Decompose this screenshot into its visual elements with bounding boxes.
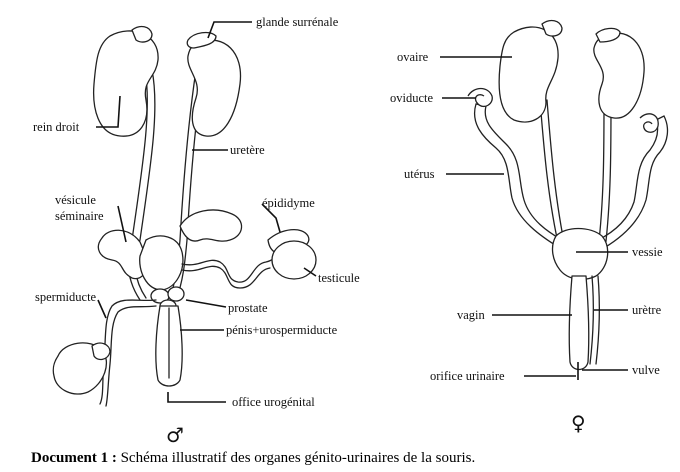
male-ureter-right-inner <box>127 69 148 301</box>
label-glande-surrenale: glande surrénale <box>256 15 339 29</box>
female-oviduct-right <box>639 113 659 133</box>
female-ureter-right <box>597 99 605 251</box>
male-testis-right <box>271 240 317 280</box>
caption-text: Schéma illustratif des organes génito-ur… <box>116 450 476 466</box>
female-uterus <box>473 103 669 263</box>
female-adrenal-left <box>541 19 563 37</box>
female-ureter-left <box>539 99 561 253</box>
male-spermiduct-inner <box>105 305 157 407</box>
male-prostate-lobe-2 <box>167 286 185 302</box>
male-testis-left <box>52 342 107 395</box>
label-vessie: vessie <box>632 245 663 259</box>
female-urethra <box>589 275 594 365</box>
label-spermiducte: spermiducte <box>35 290 97 304</box>
male-epididymis-left <box>91 342 111 361</box>
female-bladder <box>551 227 609 281</box>
label-vesicule-line2: séminaire <box>55 209 104 223</box>
label-office: office urogénital <box>232 395 315 409</box>
label-ovaire: ovaire <box>397 50 429 64</box>
label-testicule: testicule <box>318 271 360 285</box>
female-kidney-left <box>498 26 559 123</box>
label-orifice: orifice urinaire <box>430 369 505 383</box>
male-bladder <box>139 235 184 291</box>
leader-spermiducte <box>97 299 107 319</box>
male-kidney-right <box>92 30 159 137</box>
label-prostate: prostate <box>228 301 268 315</box>
female-oviduct-left <box>467 87 493 108</box>
male-diagram: glande surrénale rein droit uretère vési… <box>33 15 360 447</box>
male-adrenal-right <box>131 25 153 43</box>
label-penis: pénis+urospermiducte <box>226 323 338 337</box>
female-urethra-inner <box>595 275 600 365</box>
label-uretre: urètre <box>632 303 662 317</box>
label-uterus: utérus <box>404 167 435 181</box>
male-seminal-vesicle-left <box>179 209 243 242</box>
label-vesicule-line1: vésicule <box>55 193 96 207</box>
label-epididyme: épididyme <box>262 196 315 210</box>
female-ureter-right-inner <box>604 99 612 251</box>
leader-rein-droit <box>96 95 121 128</box>
female-kidney-right <box>593 32 645 119</box>
female-symbol: ♀ <box>571 411 586 435</box>
label-vulve: vulve <box>632 363 660 377</box>
leader-prostate <box>185 299 227 308</box>
female-ureter-left-inner <box>546 99 567 253</box>
male-spermiduct <box>99 299 157 405</box>
label-uretere: uretère <box>230 143 265 157</box>
label-vagin: vagin <box>457 308 486 322</box>
male-epididymis-duct-2 <box>181 265 271 289</box>
female-diagram: ovaire oviducte utérus vessie urètre vag… <box>390 19 669 435</box>
male-kidney-left <box>187 39 242 137</box>
leader-vesicule <box>117 205 127 243</box>
female-vagina <box>568 275 590 371</box>
caption-prefix: Document 1 : <box>31 450 117 466</box>
male-symbol: ♂ <box>166 423 184 447</box>
leader-office <box>167 392 226 403</box>
leader-testicule <box>303 267 317 277</box>
leader-glande-surrenale <box>207 21 252 39</box>
document-caption: Document 1 : Schéma illustratif des orga… <box>31 450 475 467</box>
female-adrenal-right <box>595 27 621 43</box>
label-oviducte: oviducte <box>390 91 433 105</box>
label-rein-droit: rein droit <box>33 120 80 134</box>
leader-epididyme <box>261 203 281 233</box>
